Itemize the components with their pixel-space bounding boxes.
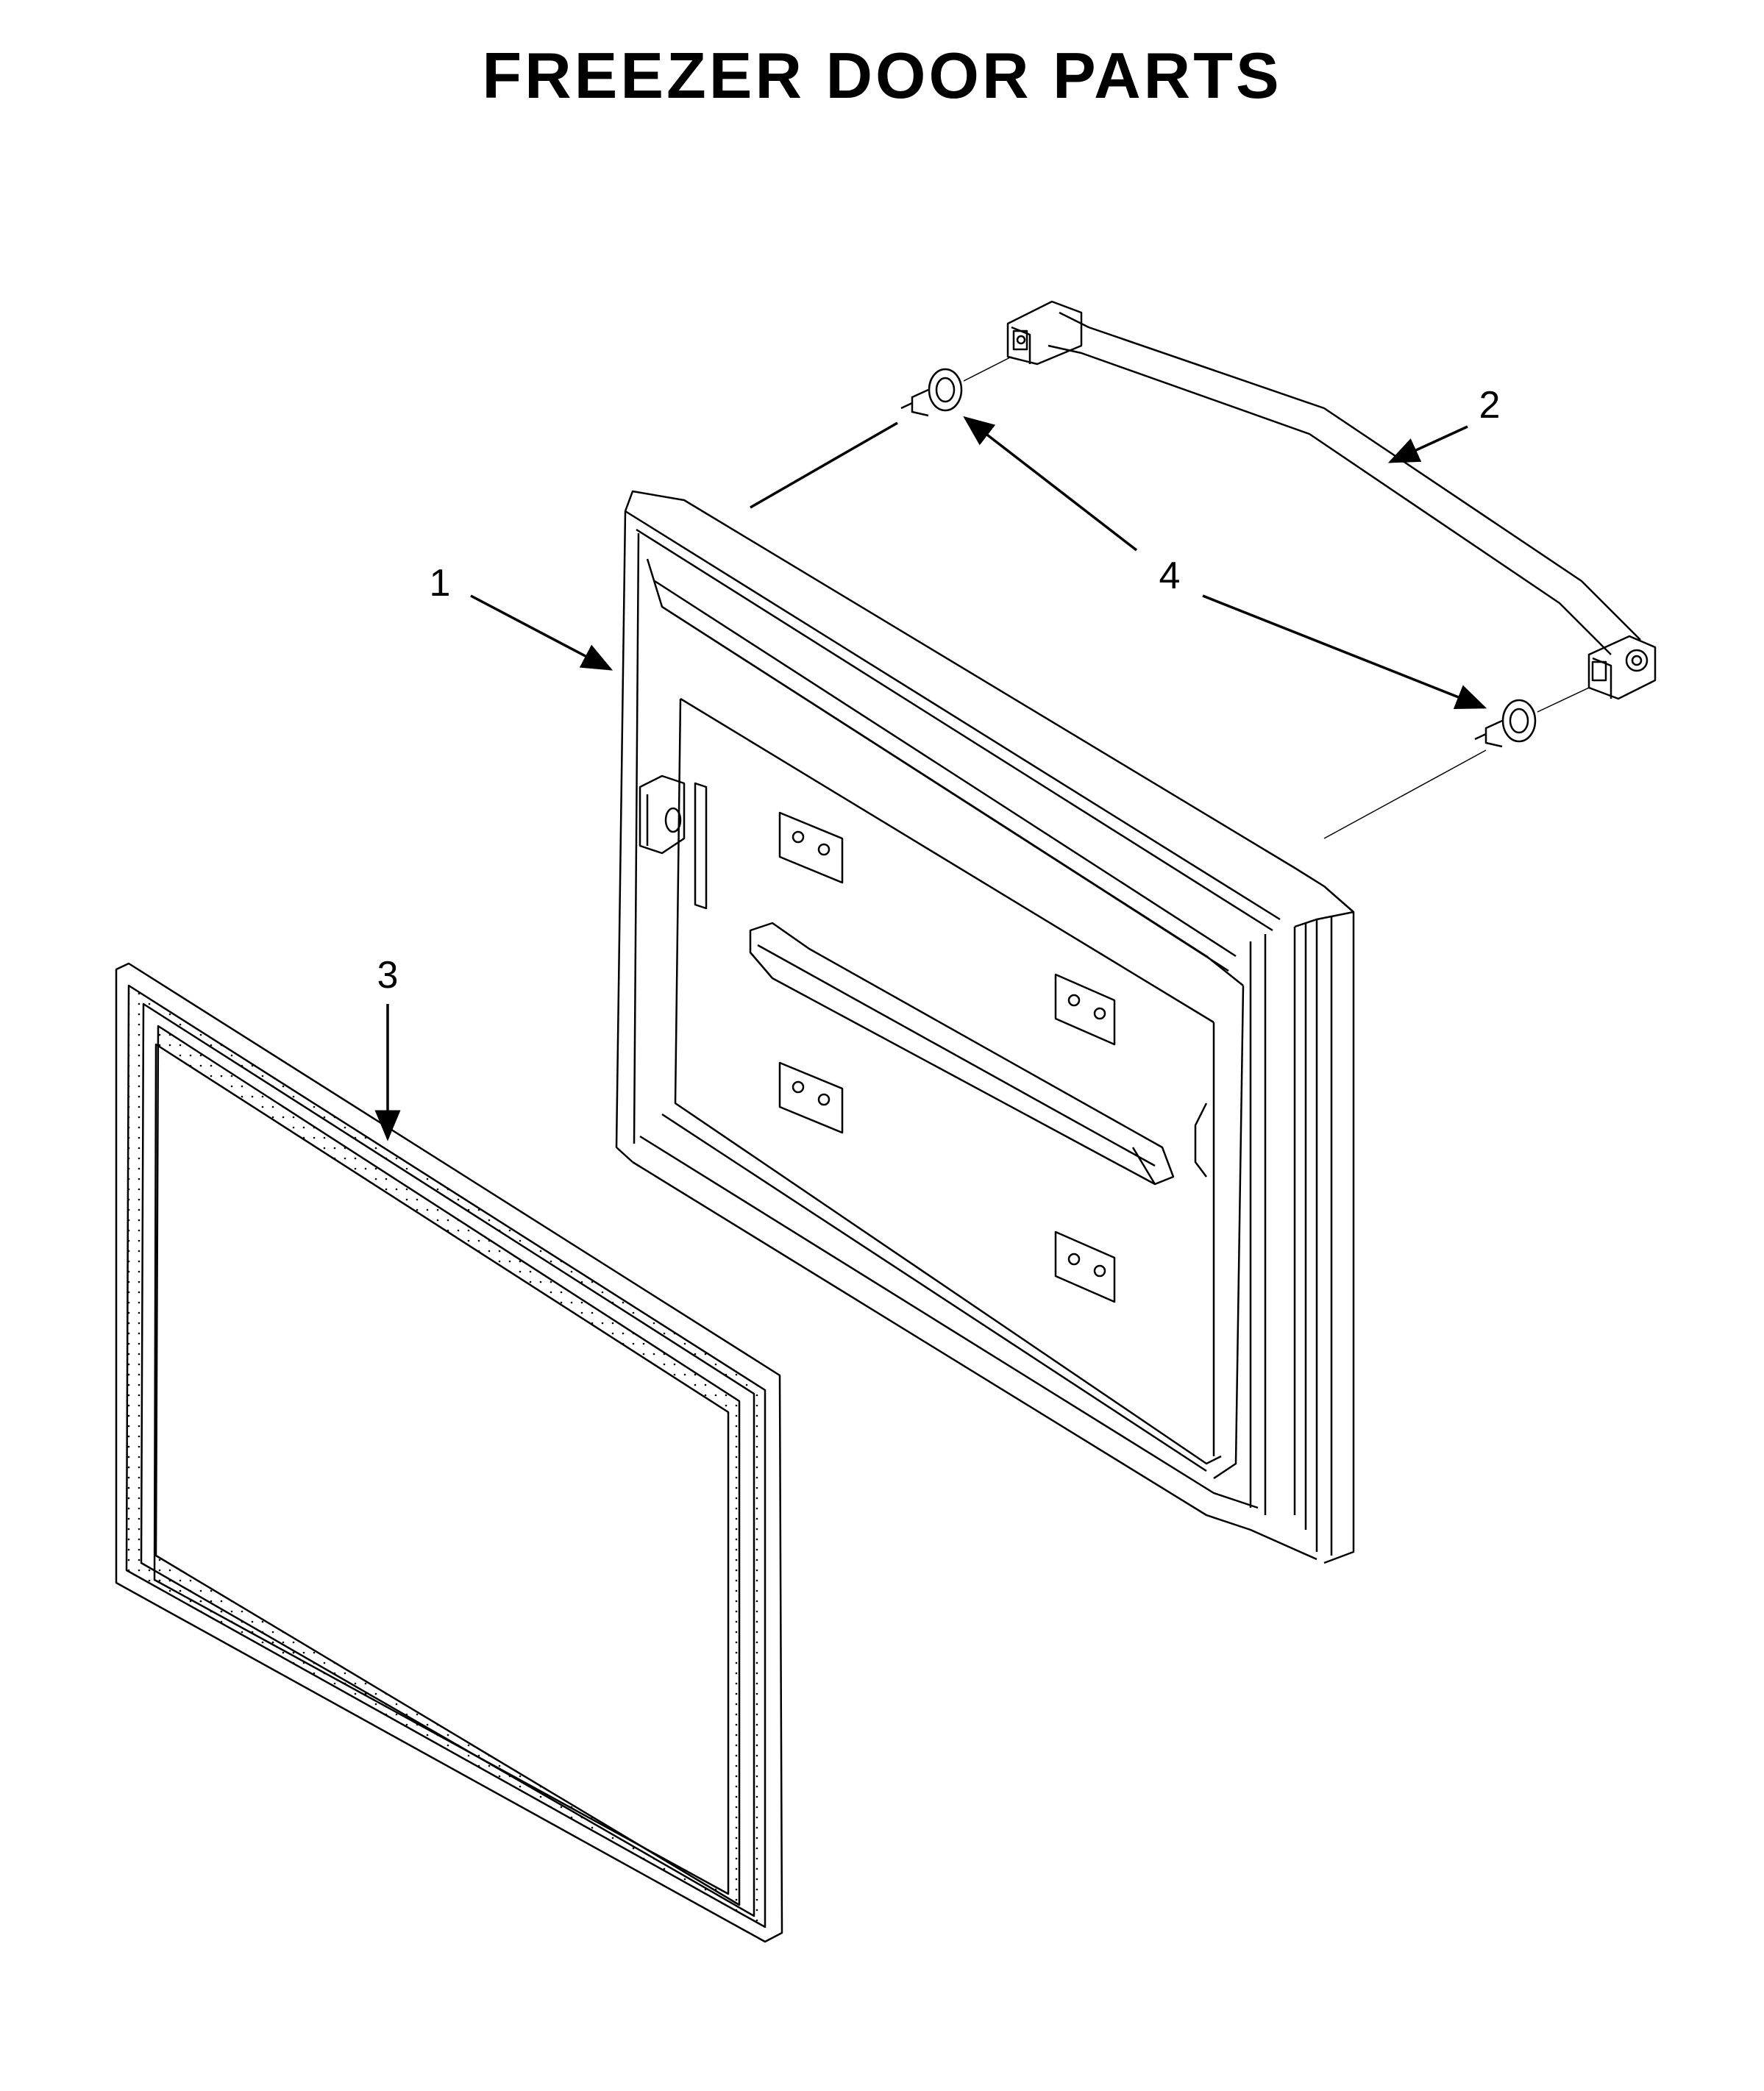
- leader-1: [470, 594, 614, 671]
- callout-3: 3: [377, 954, 399, 997]
- leader-4b: [1202, 594, 1487, 710]
- callout-labels: 1 2 3 4: [377, 384, 1501, 997]
- mount-block-1: [778, 811, 844, 884]
- leader-4a: [963, 416, 1138, 552]
- leader-2: [1387, 425, 1468, 463]
- door-gasket: [115, 962, 783, 1943]
- callout-1: 1: [430, 562, 451, 605]
- callout-leaders: [374, 416, 1487, 1141]
- door-handle: [1006, 300, 1657, 700]
- assembly-guides: [750, 356, 1590, 839]
- callout-2: 2: [1479, 384, 1501, 427]
- mount-block-4: [1054, 1230, 1116, 1303]
- callout-4: 4: [1159, 555, 1181, 597]
- freezer-door: [615, 490, 1355, 1564]
- page-title: FREEZER DOOR PARTS: [482, 39, 1282, 112]
- handle-stud-upper: [900, 368, 963, 417]
- handle-stud-lower: [1474, 699, 1537, 748]
- mount-block-3: [778, 1061, 844, 1134]
- mount-block-2: [1054, 973, 1116, 1046]
